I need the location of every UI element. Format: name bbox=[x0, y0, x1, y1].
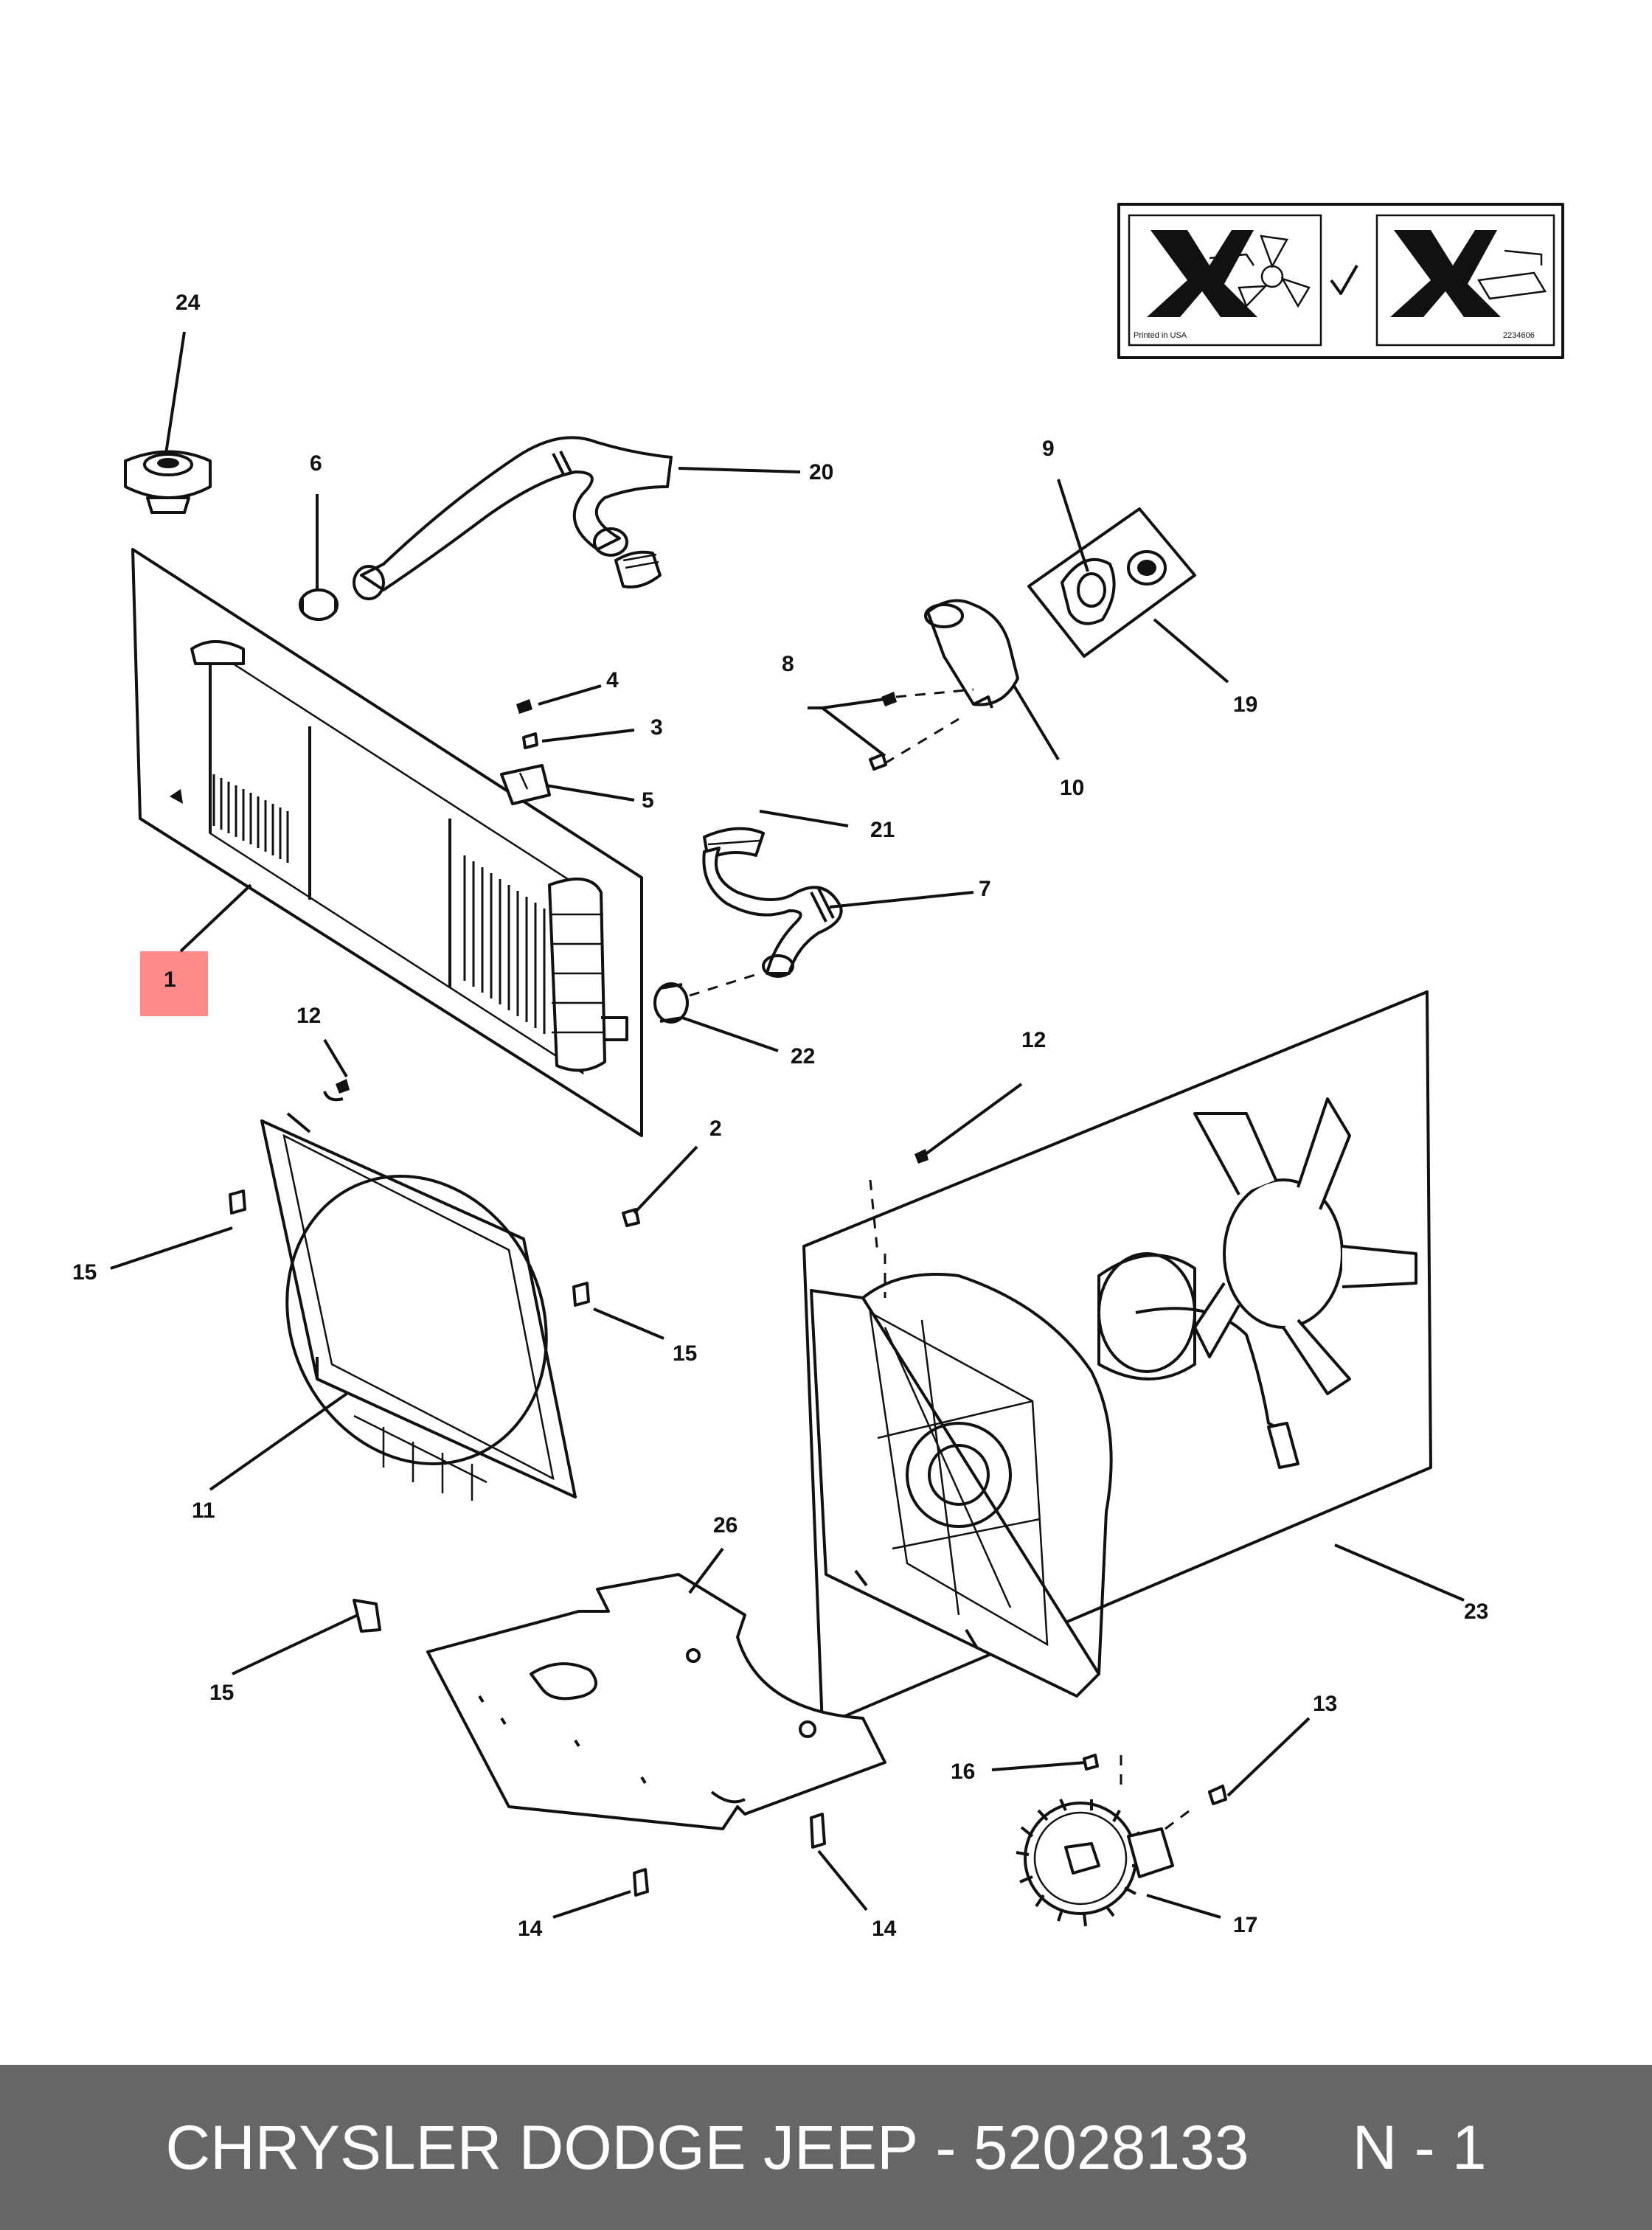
callout-15-right: 15 bbox=[673, 1341, 697, 1366]
part-number-text: 52028133 bbox=[973, 2112, 1249, 2182]
screw-12-right bbox=[914, 1149, 929, 1164]
callout-11: 11 bbox=[192, 1498, 215, 1523]
callout-26: 26 bbox=[713, 1513, 738, 1538]
callout-19: 19 bbox=[1233, 692, 1257, 717]
callout-12-left: 12 bbox=[296, 1004, 321, 1028]
footer-caption: CHRYSLER DODGE JEEP - 52028133 N - 1 bbox=[0, 2065, 1652, 2230]
callout-10: 10 bbox=[1060, 776, 1084, 800]
clip-15-lower bbox=[353, 1599, 381, 1633]
bolt-16 bbox=[1083, 1754, 1099, 1771]
screws-14 bbox=[633, 1813, 826, 1897]
callout-15-left: 15 bbox=[72, 1260, 97, 1285]
radiator-side-tank bbox=[548, 878, 628, 1072]
callout-6: 6 bbox=[310, 451, 322, 476]
no-hand-engine-icon bbox=[1390, 230, 1547, 317]
radiator-core-right bbox=[463, 855, 546, 1034]
callout-2: 2 bbox=[709, 1116, 722, 1141]
leader-lines bbox=[110, 331, 1465, 1919]
screw-12-left bbox=[336, 1079, 350, 1094]
callout-23: 23 bbox=[1464, 1599, 1488, 1624]
fan-shroud bbox=[260, 1091, 577, 1501]
callout-1-highlight bbox=[140, 951, 208, 1016]
label-number-text: 2234606 bbox=[1503, 331, 1535, 340]
gasket-thermostat-panel bbox=[1027, 507, 1196, 658]
callout-22: 22 bbox=[791, 1044, 815, 1069]
bolt-13 bbox=[1208, 1785, 1227, 1805]
callout-17: 17 bbox=[1233, 1913, 1257, 1937]
callout-21: 21 bbox=[870, 818, 895, 842]
page-ref-text: N - 1 bbox=[1352, 2112, 1487, 2182]
upper-hose bbox=[353, 436, 673, 600]
fan-clutch bbox=[1016, 1755, 1195, 1927]
callout-5: 5 bbox=[642, 788, 654, 813]
hose-clamp-22 bbox=[653, 972, 760, 1024]
check-mark-icon bbox=[1330, 264, 1358, 295]
callout-24: 24 bbox=[176, 291, 201, 315]
parts-diagram: Printed in USA 2234606 bbox=[72, 203, 1564, 1941]
electric-fan-panel bbox=[802, 990, 1432, 1727]
footer-bar: CHRYSLER DODGE JEEP - 52028133 N - 1 bbox=[0, 2065, 1652, 2230]
radiator bbox=[131, 548, 643, 1137]
no-hand-fan-icon bbox=[1147, 230, 1311, 317]
callout-3: 3 bbox=[650, 715, 663, 740]
callout-8: 8 bbox=[782, 652, 794, 676]
callout-1: 1 bbox=[164, 968, 176, 992]
callout-9: 9 bbox=[1042, 437, 1055, 461]
callout-20: 20 bbox=[809, 460, 833, 484]
radiator-core-left bbox=[212, 774, 289, 863]
lower-air-deflector bbox=[426, 1573, 886, 1830]
callout-4: 4 bbox=[606, 668, 619, 692]
callout-13: 13 bbox=[1313, 1692, 1337, 1716]
lower-hose bbox=[702, 827, 843, 978]
bracket-5 bbox=[500, 764, 551, 805]
callout-14-right: 14 bbox=[872, 1917, 897, 1941]
radiator-cap bbox=[124, 450, 212, 514]
callout-12-right: 12 bbox=[1021, 1028, 1046, 1052]
clips-15-shroud bbox=[229, 1189, 590, 1307]
bolts-8 bbox=[869, 688, 974, 771]
fasteners-3-4 bbox=[516, 699, 538, 749]
callout-14-left: 14 bbox=[518, 1917, 543, 1941]
callout-16: 16 bbox=[951, 1760, 975, 1784]
callout-numbers: 24 6 20 9 4 19 8 3 10 5 21 7 1 12 22 12 … bbox=[72, 291, 1488, 1941]
callout-7: 7 bbox=[979, 877, 991, 901]
printed-in-usa-text: Printed in USA bbox=[1134, 331, 1187, 340]
warning-label: Printed in USA 2234606 bbox=[1117, 203, 1564, 359]
separator-text: - bbox=[935, 2112, 957, 2182]
brand-text: CHRYSLER DODGE JEEP bbox=[165, 2112, 919, 2182]
hose-clamp-6 bbox=[299, 588, 339, 621]
thermostat-housing bbox=[924, 599, 1019, 709]
callout-15-lower: 15 bbox=[209, 1681, 234, 1705]
